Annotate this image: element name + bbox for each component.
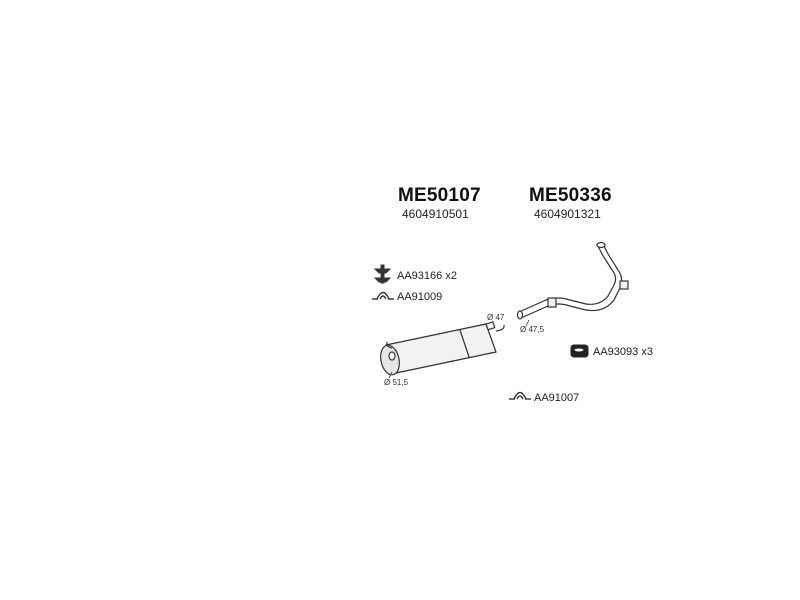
pipe-clamp-icon (372, 291, 394, 300)
part-ref-2: 4604901321 (534, 207, 601, 221)
accessory-label-1: AA93166 x2 (397, 270, 457, 282)
leader-line (388, 371, 393, 379)
accessory-label-2: AA91009 (397, 291, 443, 303)
rubber-mount-icon (570, 344, 589, 358)
hanger-bracket-icon (373, 264, 392, 284)
part-code-2: ME50336 (529, 185, 612, 206)
dimension-pipe-end: Ø 47,5 (520, 325, 545, 334)
part-ref-1: 4604910501 (402, 207, 469, 221)
dimension-muffler-inlet: Ø 51,5 (384, 378, 409, 387)
dimension-muffler-outlet: Ø 47 (487, 313, 505, 322)
pipe-clamp-icon (509, 391, 531, 400)
rear-muffler (380, 321, 505, 376)
accessory-label-4: AA91007 (534, 392, 580, 404)
part-code-1: ME50107 (398, 185, 481, 206)
tail-pipe (516, 241, 629, 320)
accessory-label-3: AA93093 x3 (593, 346, 653, 358)
leader-line (525, 319, 530, 327)
